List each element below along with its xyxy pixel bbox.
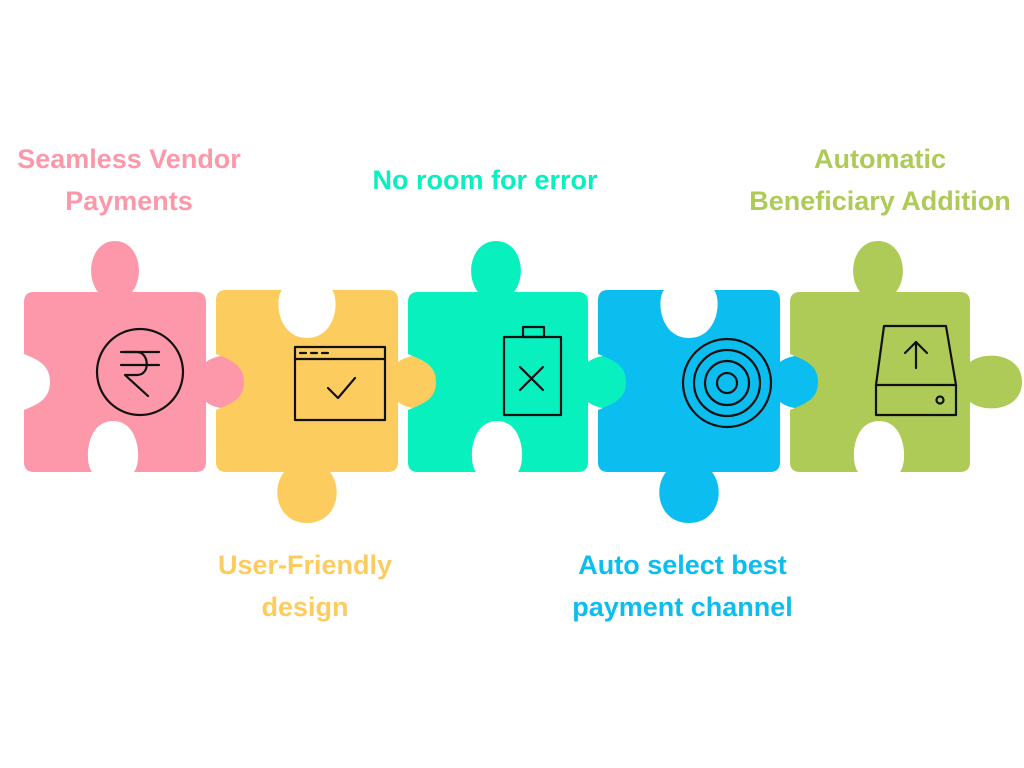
trash-x-icon (502, 325, 563, 417)
puzzle-piece-4 (598, 290, 828, 523)
drive-upload-icon (874, 324, 958, 417)
label-line: Auto select best (578, 550, 787, 580)
label-line: Seamless Vendor (17, 144, 241, 174)
puzzle-piece-2-shape (216, 290, 446, 523)
puzzle-piece-1-shape (24, 241, 254, 472)
label-seamless-vendor-payments: Seamless Vendor Payments (0, 138, 258, 222)
label-user-friendly-design: User-Friendly design (180, 544, 430, 628)
puzzle-piece-3-shape (408, 241, 636, 472)
label-line: User-Friendly (217, 550, 393, 580)
puzzle-piece-3 (408, 241, 636, 472)
label-auto-select-best-payment-channel: Auto select best payment channel (530, 544, 835, 628)
puzzle-piece-2 (216, 290, 446, 523)
label-line: No room for error (372, 165, 598, 195)
label-line: design (261, 592, 349, 622)
label-line: Payments (65, 186, 193, 216)
puzzle-piece-5 (790, 241, 1022, 472)
puzzle-piece-4-shape (598, 290, 828, 523)
browser-window-check-icon (293, 345, 387, 422)
puzzle-piece-1 (24, 241, 254, 472)
label-no-room-for-error: No room for error (330, 159, 640, 201)
label-line: Automatic (813, 144, 946, 174)
label-automatic-beneficiary-addition: Automatic Beneficiary Addition (730, 138, 1024, 222)
puzzle-piece-5-shape (790, 241, 1022, 472)
rupee-icon (95, 327, 185, 417)
target-rings-icon (681, 337, 773, 429)
label-line: payment channel (572, 592, 793, 622)
label-line: Beneficiary Addition (749, 186, 1011, 216)
